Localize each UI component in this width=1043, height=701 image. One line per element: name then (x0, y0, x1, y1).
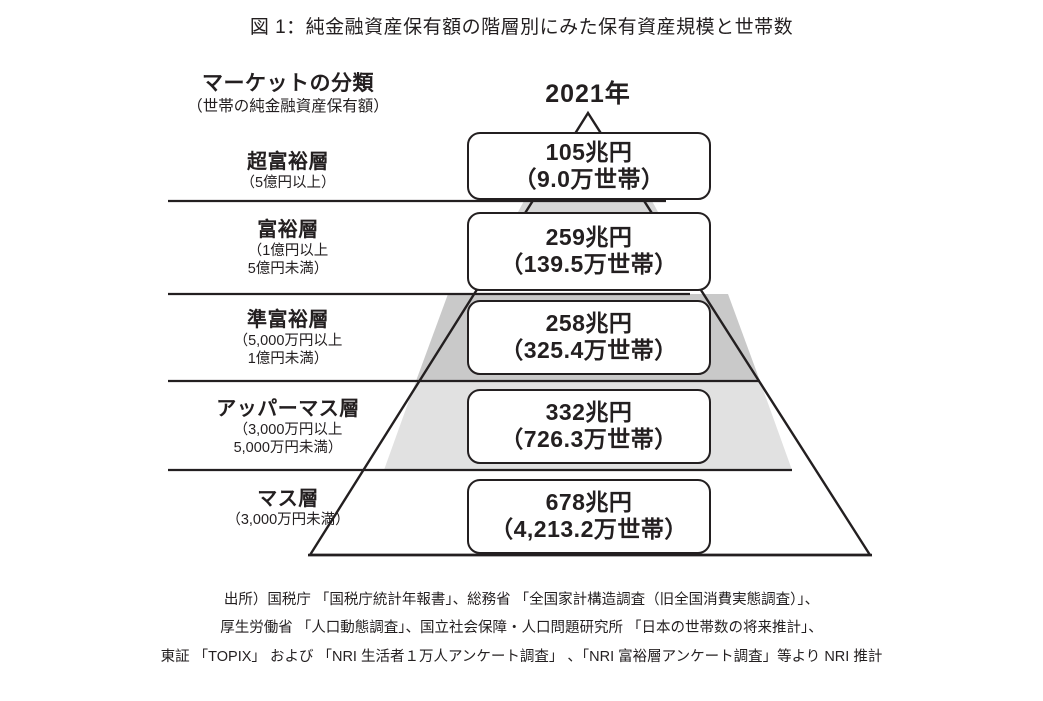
tier-range-line2: 5,000万円未満） (233, 439, 343, 456)
category-heading-sub: （世帯の純金融資産保有額） (187, 97, 389, 115)
value-amount: 105兆円 (545, 138, 633, 165)
value-box-quasi-wealthy: 258兆円 （325.4万世帯） (467, 300, 711, 375)
tier-label-super-wealthy: 超富裕層 （5億円以上） (128, 142, 448, 200)
pyramid-band-shade-top (518, 201, 658, 212)
value-amount: 332兆円 (545, 399, 633, 426)
tier-name: 準富裕層 (247, 308, 329, 331)
tier-range-line1: （5,000万円以上 (233, 332, 343, 349)
tier-range-line1: （5億円以上） (240, 174, 336, 191)
value-households: （726.3万世帯） (500, 426, 678, 452)
value-box-wealthy: 259兆円 （139.5万世帯） (467, 212, 711, 291)
source-note-line-3: 東証 「TOPIX」 および 「NRI 生活者１万人アンケート調査」 、「NRI… (160, 648, 883, 665)
year-caption: 2021年 (545, 80, 631, 108)
tier-label-upper-mass: アッパーマス層 （3,000万円以上 5,000万円未満） (128, 386, 448, 468)
value-amount: 678兆円 (545, 489, 633, 516)
tier-label-wealthy: 富裕層 （1億円以上 5億円未満） (128, 206, 448, 290)
pyramid-chart: マーケットの分類 （世帯の純金融資産保有額） 2021年 超富裕層 （5億円以上… (0, 60, 1043, 570)
tier-name: 富裕層 (257, 218, 319, 241)
value-households: （139.5万世帯） (500, 251, 678, 277)
page-title: 図 1：純金融資産保有額の階層別にみた保有資産規模と世帯数 (249, 17, 794, 38)
value-box-upper-mass: 332兆円 （726.3万世帯） (467, 389, 711, 464)
tier-range-line1: （3,000万円以上 (233, 421, 343, 438)
source-note-line-2: 厚生労働省 「人口動態調査」、国立社会保障・人口問題研究所 「日本の世帯数の将来… (220, 620, 823, 637)
category-heading-main: マーケットの分類 (202, 72, 374, 95)
tier-range-line1: （3,000万円未満） (226, 511, 350, 528)
source-note-line-1: 出所）国税庁 「国税庁統計年報書」、総務省 「全国家計構造調査（旧全国消費実態調… (223, 592, 820, 608)
tier-name: マス層 (257, 487, 319, 510)
value-households: （325.4万世帯） (500, 337, 678, 363)
category-heading: マーケットの分類 （世帯の純金融資産保有額） (128, 72, 448, 116)
value-households: （4,213.2万世帯） (490, 516, 688, 542)
value-amount: 258兆円 (545, 310, 633, 337)
tier-range-line2: 5億円未満） (247, 260, 329, 277)
tier-label-quasi-wealthy: 準富裕層 （5,000万円以上 1億円未満） (128, 298, 448, 378)
tier-label-mass: マス層 （3,000万円未満） (128, 478, 448, 538)
value-households: （9.0万世帯） (513, 165, 665, 192)
value-amount: 259兆円 (545, 224, 633, 251)
tier-range-line2: 1億円未満） (247, 350, 329, 367)
tier-name: アッパーマス層 (216, 397, 360, 420)
tier-range-line1: （1億円以上 (247, 242, 329, 259)
value-box-mass: 678兆円 （4,213.2万世帯） (467, 479, 711, 554)
source-notes: 出所）国税庁 「国税庁統計年報書」、総務省 「全国家計構造調査（旧全国消費実態調… (0, 586, 1043, 671)
tier-name: 超富裕層 (247, 150, 329, 173)
value-box-super-wealthy: 105兆円 （9.0万世帯） (467, 132, 711, 200)
